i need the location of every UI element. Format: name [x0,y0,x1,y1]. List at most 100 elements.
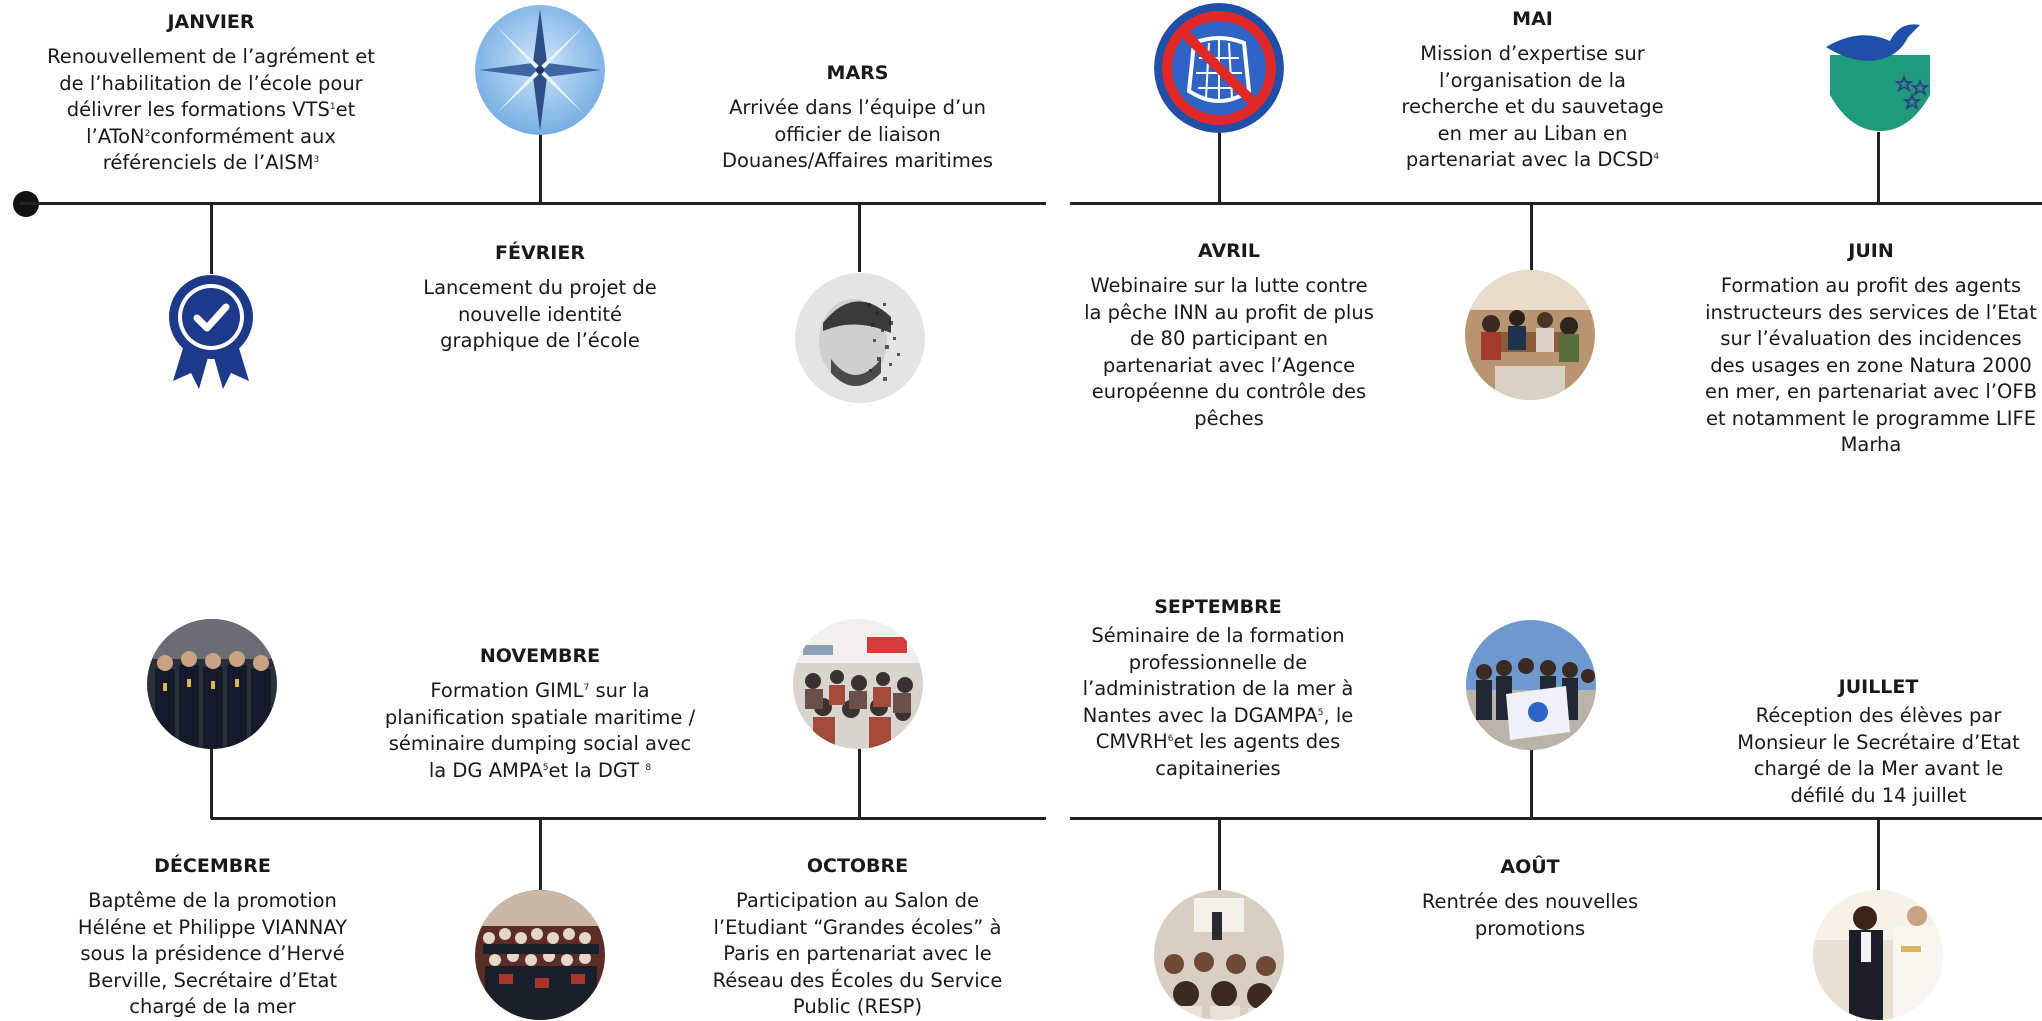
salon-etudiant-photo [793,619,923,749]
footnote-ref: 4 [1653,152,1660,162]
description-line: en mer, en partenariat avec l’OFB [1704,380,2037,403]
connector-octobre [858,745,861,819]
month-name-septembre: SEPTEMBRE [1154,596,1282,618]
description-line: Séminaire de la formation [1091,624,1345,647]
description-line: des usages en zone Natura 2000 [1710,353,2032,377]
month-mai: MAI Mission d’expertise sur l’organisati… [1370,7,1695,174]
description-line: chargé de la mer [129,995,296,1018]
description-line: Réception des élèves par [1755,704,2002,727]
description-line: Webinaire sur la lutte contre [1090,274,1368,297]
description-line: planification spatiale maritime / [384,705,696,729]
promotion-ceremony-photo [475,890,605,1020]
rentree-amphitheatre-photo [1154,890,1284,1020]
footnote-ref: 7 [583,683,590,693]
description-line: l’administration de la mer à [1082,677,1354,700]
compass-rose-icon [475,5,605,135]
connector-novembre [539,819,542,891]
officer-portrait-photo [795,273,925,403]
month-description-juin: Formation au profit des agents instructe… [1700,273,2042,459]
timeline-line-top-left [20,202,1046,205]
month-name-decembre: DÉCEMBRE [154,855,271,877]
connector-janvier [210,204,213,274]
description-line: capitaineries [1155,756,1281,780]
description-line: promotions [1474,916,1586,940]
description-line-text: sur la [589,679,650,702]
description-line: Paris en partenariat avec le [723,942,992,965]
footnote-ref: 3 [313,155,320,165]
description-line: officier de liaison [774,122,941,146]
description-line: référenciels de l’AISM3 [26,150,396,177]
description-line: séminaire dumping social avec [388,732,692,755]
description-line-text: , le [1323,703,1354,727]
promotion-group-photo [147,619,277,749]
description-line: l’AToN2conformément aux [26,124,396,151]
description-line: l’Etudiant “Grandes écoles” à [713,915,1002,939]
footnote-ref: 2 [144,128,151,139]
description-line-text: CMVRH [1095,730,1168,753]
description-line: Mission d’expertise sur [1420,42,1645,65]
description-line: Baptême de la promotion [88,889,337,912]
month-juin: JUIN Formation au profit des agents inst… [1700,239,2042,459]
description-line: Marha [1840,433,1902,456]
description-line-text: Nantes avec la DGAMPA [1082,703,1318,727]
description-line: Public (RESP) [792,995,923,1018]
description-line: européenne du contrôle des [1091,380,1367,403]
month-name-juin: JUIN [1848,240,1894,262]
description-line: Renouvellement de l’agrément et [47,45,375,68]
month-description-octobre: Participation au Salon de l’Etudiant “Gr… [690,888,1025,1021]
description-line: Douanes/Affaires maritimes [721,149,994,172]
description-line-text: et la DGT [548,758,646,782]
month-juillet: JUILLET Réception des élèves par Monsieu… [1715,675,2042,809]
description-line: Rentrée des nouvelles [1421,890,1639,913]
connector-fevrier [539,132,542,204]
connector-juin [1877,132,1880,204]
month-septembre: SEPTEMBRE Séminaire de la formation prof… [1070,595,1366,782]
month-description-decembre: Baptême de la promotion Héléne et Philip… [40,888,385,1021]
description-line: Berville, Secrétaire d’Etat [87,968,338,992]
description-line: instructeurs des services de l’Etat [1705,300,2037,324]
description-line: et notamment le programme LIFE [1705,406,2037,430]
footnote-ref: 6 [1167,734,1174,744]
description-line: de l’habilitation de l’école pour [59,71,363,95]
month-name-octobre: OCTOBRE [806,855,909,877]
timeline-line-bottom-left [211,817,1046,820]
footnote-ref: 8 [645,762,652,773]
month-aout: AOÛT Rentrée des nouvelles promotions [1380,855,1680,942]
month-description-janvier: Renouvellement de l’agrément et de l’hab… [26,44,396,177]
description-line: partenariat avec la DCSD4 [1370,147,1695,174]
description-line-text: délivrer les formations VTS [66,98,330,121]
connector-avril [1218,130,1221,204]
month-name-novembre: NOVEMBRE [479,645,601,667]
month-name-janvier: JANVIER [167,11,255,33]
description-line: partenariat avec l’Agence [1102,353,1356,377]
description-line: chargé de la Mer avant le [1753,757,2004,780]
no-fishing-icon [1154,3,1284,133]
month-description-septembre: Séminaire de la formation professionnell… [1070,623,1366,782]
description-line: défilé du 14 juillet [1790,783,1967,807]
description-line: Héléne et Philippe VIANNAY [77,915,348,939]
month-novembre: NOVEMBRE Formation GIML7 sur la planific… [370,644,710,784]
month-janvier: JANVIER Renouvellement de l’agrément et … [26,10,396,177]
seminar-group-photo [1466,620,1596,750]
month-name-aout: AOÛT [1500,856,1560,878]
month-description-mars: Arrivée dans l’équipe d’un officier de l… [690,95,1025,175]
month-name-avril: AVRIL [1198,240,1260,262]
description-line: Lancement du projet de [423,276,657,299]
month-fevrier: FÉVRIER Lancement du projet de nouvelle … [380,241,700,355]
description-line: sur l’évaluation des incidences [1720,327,2022,350]
description-line: nouvelle identité [457,302,623,326]
juillet-reception-photo [1813,890,1943,1020]
description-line: de 80 participant en [1129,327,1329,350]
description-line: la pêche INN au profit de plus [1084,300,1374,324]
month-octobre: OCTOBRE Participation au Salon de l’Etud… [690,854,1025,1021]
connector-mars [858,204,861,272]
connector-mai [1530,204,1533,272]
description-line-text: Formation GIML [430,679,584,702]
certified-seal-icon [165,273,257,393]
connector-decembre [210,745,213,819]
description-line: graphique de l’école [440,329,640,352]
month-name-mai: MAI [1512,8,1553,30]
month-name-juillet: JUILLET [1838,676,1919,698]
description-line: sous la présidence d’Hervé [80,942,345,965]
description-line-text: référenciels de l’AISM [102,151,314,174]
